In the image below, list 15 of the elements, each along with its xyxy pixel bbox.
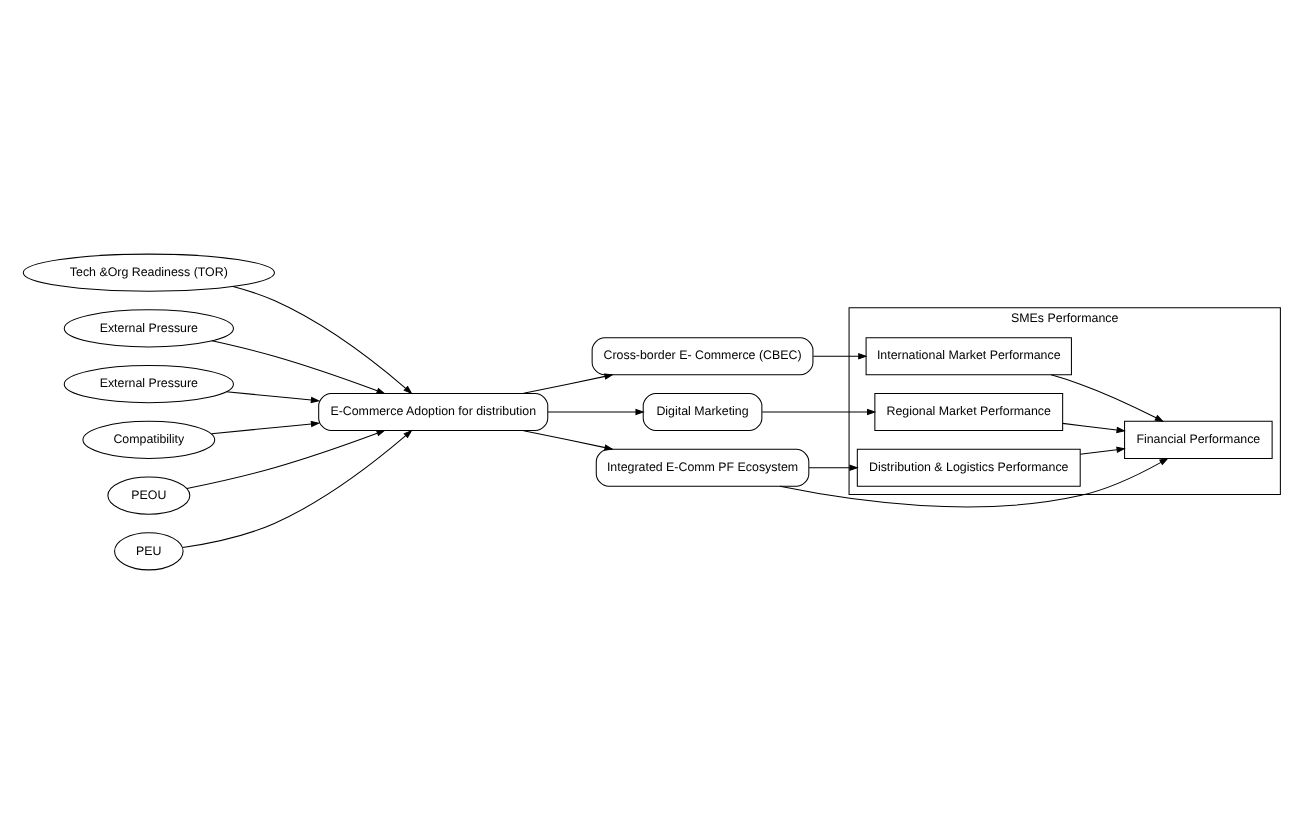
arrow	[224, 391, 320, 404]
arrow	[181, 429, 412, 549]
arrow	[807, 464, 858, 471]
arrow	[546, 408, 644, 416]
arrow	[522, 373, 613, 394]
arrow	[1061, 422, 1125, 434]
arrow	[231, 286, 412, 395]
arrow	[1078, 446, 1125, 455]
arrow	[811, 353, 867, 360]
arrow	[778, 457, 1168, 508]
arrow	[760, 408, 876, 416]
arrow	[185, 430, 385, 489]
arrow	[210, 340, 385, 394]
arrow	[522, 430, 613, 451]
arrow	[209, 420, 320, 435]
